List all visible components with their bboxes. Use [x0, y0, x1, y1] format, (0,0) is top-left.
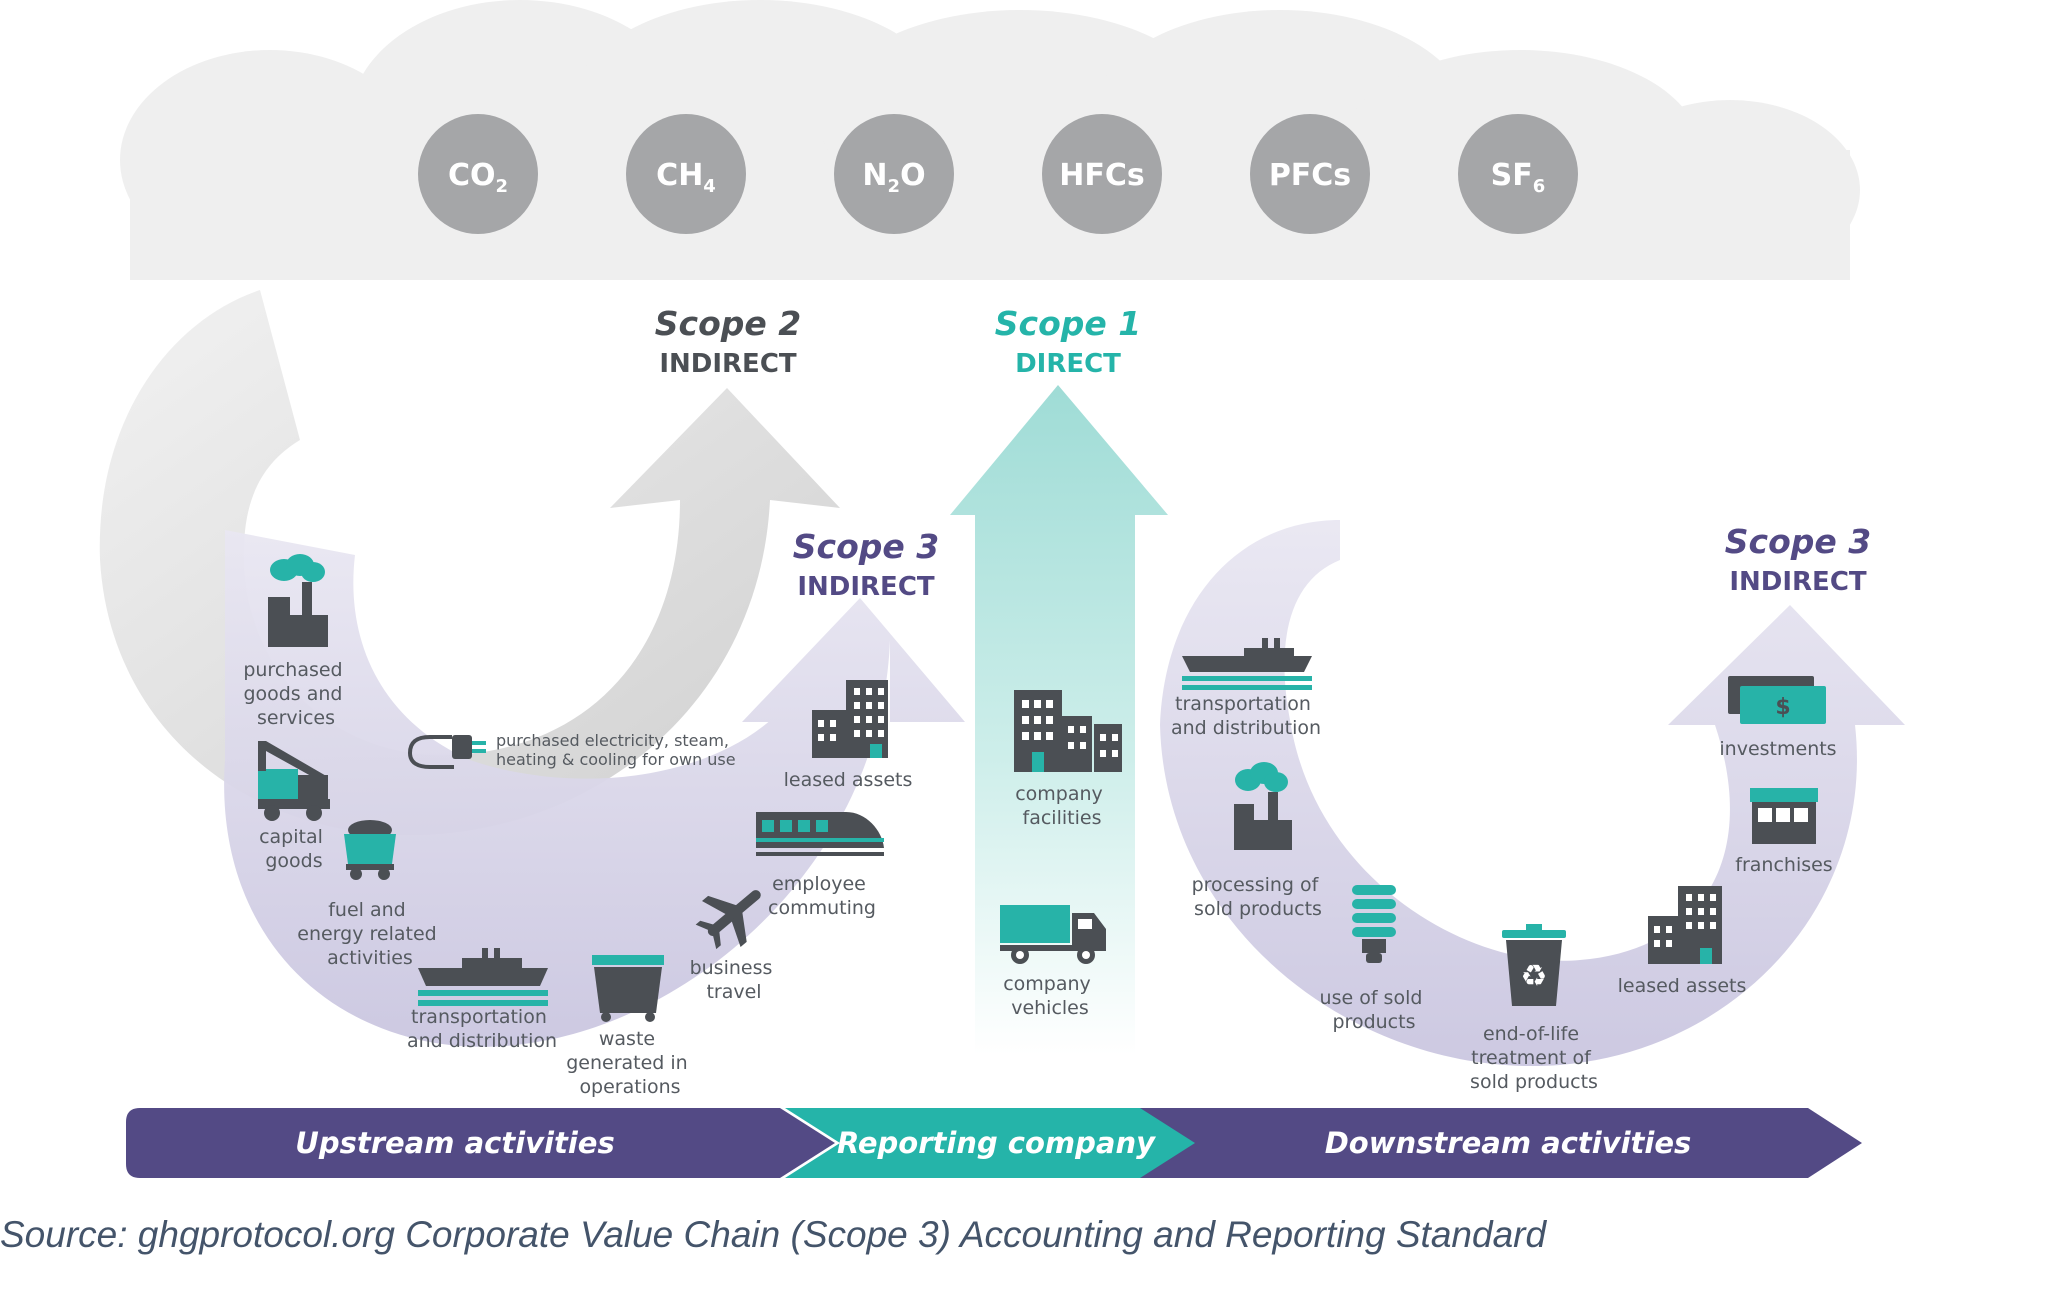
company-facilities-icon: [1014, 690, 1122, 772]
gas-circle-shape: [1458, 114, 1578, 234]
activity-band: Upstream activities Reporting company Do…: [126, 1108, 1862, 1178]
gas-label: N2O: [862, 158, 925, 197]
crane-truck-icon: [258, 741, 330, 821]
dumpster-icon: [592, 955, 664, 1022]
scope3-downstream-heading: Scope 3 INDIRECT: [1725, 522, 1871, 597]
purchased-goods-label: purchased goods and services: [243, 659, 348, 729]
coal-cart-icon: [344, 820, 396, 880]
fuel-energy-label: fuel and energy related activities: [297, 899, 443, 969]
scope3-downstream-subtitle: INDIRECT: [1729, 567, 1867, 597]
upstream-band: [126, 1108, 835, 1178]
scope3-downstream-title: Scope 3: [1725, 522, 1871, 561]
ship-icon: [418, 948, 548, 1006]
downstream-transportation-label: transportation and distribution: [1171, 693, 1321, 739]
upstream-scope3-arrow: [224, 530, 965, 1047]
gas-circle: PFCs: [1250, 114, 1370, 234]
franchises-label: franchises: [1735, 854, 1832, 876]
processing-factory-icon: [1234, 762, 1292, 850]
train-icon: [756, 812, 884, 856]
gas-label: PFCs: [1269, 158, 1351, 193]
svg-text:$: $: [1775, 695, 1790, 720]
source-caption: Source: ghgprotocol.org Corporate Value …: [0, 1214, 1547, 1255]
waste-label: waste generated in operations: [566, 1028, 694, 1098]
gas-label: HFCs: [1059, 158, 1144, 193]
gas-circle: N2O: [834, 114, 954, 234]
storefront-icon: [1750, 788, 1818, 844]
gas-circle-shape: [834, 114, 954, 234]
lightbulb-icon: [1352, 885, 1396, 963]
scope3-upstream-subtitle: INDIRECT: [797, 572, 935, 602]
scope2-subtitle: INDIRECT: [659, 349, 797, 379]
business-travel-label: business travel: [690, 957, 779, 1003]
scope1-title: Scope 1: [995, 304, 1141, 343]
downstream-band-label: Downstream activities: [1325, 1126, 1692, 1160]
downstream-building-icon: [1648, 886, 1722, 964]
downstream-leased-assets-label: leased assets: [1618, 975, 1747, 997]
company-facilities-label: company facilities: [1015, 783, 1109, 829]
gas-circle-shape: [626, 114, 746, 234]
scope3-upstream-title: Scope 3: [793, 527, 939, 566]
gas-label: SF6: [1491, 158, 1546, 197]
reporting-band-label: Reporting company: [837, 1126, 1156, 1160]
gas-circles: CO2 CH4 N2O HFCs PFCs SF6: [418, 114, 1578, 234]
gas-label: CH4: [656, 158, 716, 197]
gas-circle-shape: [1042, 114, 1162, 234]
gas-circle: HFCs: [1042, 114, 1162, 234]
company-vehicles-label: company vehicles: [1003, 973, 1097, 1019]
investments-label: investments: [1719, 738, 1836, 760]
plug-icon: [408, 735, 486, 769]
scope2-heading: Scope 2 INDIRECT: [655, 304, 801, 379]
recycle-bin-icon: ♻: [1502, 924, 1566, 1006]
gas-circle: CH4: [626, 114, 746, 234]
employee-commuting-label: employee commuting: [768, 873, 876, 919]
airplane-icon: [695, 890, 761, 950]
factory-icon: [268, 554, 328, 647]
gas-label: CO2: [448, 158, 508, 197]
scope3-upstream-heading: Scope 3 INDIRECT: [793, 527, 939, 602]
capital-goods-label: capital goods: [259, 826, 329, 872]
upstream-band-label: Upstream activities: [295, 1126, 614, 1160]
scope1-subtitle: DIRECT: [1015, 349, 1121, 379]
processing-label: processing of sold products: [1192, 874, 1325, 920]
scope1-heading: Scope 1 DIRECT: [995, 304, 1141, 379]
svg-text:♻: ♻: [1521, 959, 1548, 994]
reporting-band: [785, 1108, 1195, 1178]
downstream-band: [1130, 1108, 1862, 1178]
gas-circle-shape: [1250, 114, 1370, 234]
upstream-transportation-label: transportation and distribution: [407, 1006, 557, 1052]
gas-circle-shape: [418, 114, 538, 234]
use-of-sold-label: use of sold products: [1320, 987, 1429, 1033]
gas-circle: CO2: [418, 114, 538, 234]
end-of-life-label: end-of-life treatment of sold products: [1470, 1023, 1598, 1093]
upstream-leased-assets-label: leased assets: [784, 769, 913, 791]
scope2-title: Scope 2: [655, 304, 801, 343]
downstream-ship-icon: [1182, 638, 1312, 690]
upstream-building-icon: [812, 680, 888, 758]
scope2-category-label: purchased electricity, steam, heating & …: [496, 731, 736, 769]
money-icon: $: [1728, 676, 1826, 724]
gas-circle: SF6: [1458, 114, 1578, 234]
company-truck-icon: [1000, 905, 1106, 964]
